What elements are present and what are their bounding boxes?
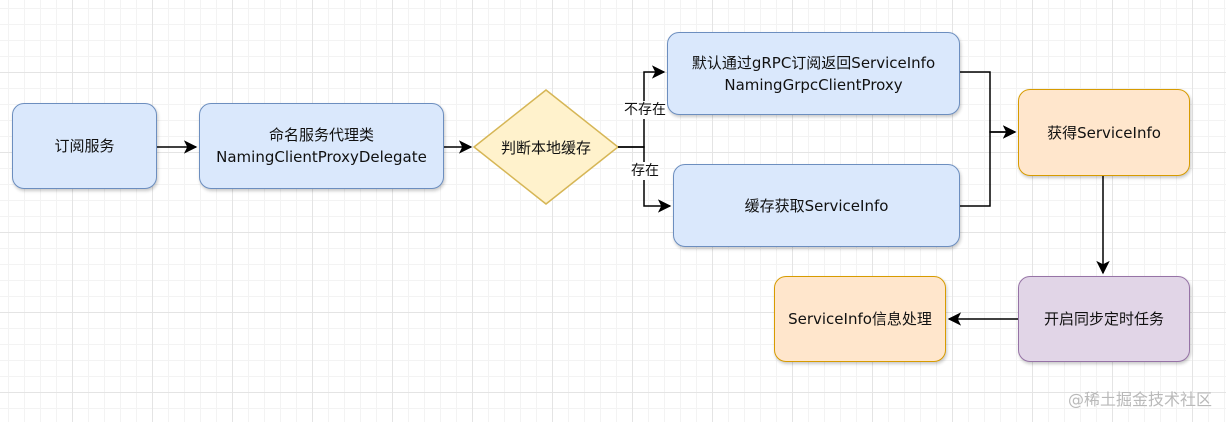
node-label: 获得ServiceInfo: [1047, 123, 1161, 142]
decision-diamond: [472, 89, 620, 205]
node-label: 缓存获取ServiceInfo: [744, 196, 889, 215]
node-label: 订阅服务: [54, 137, 115, 155]
node-serviceinfo-processing: ServiceInfo信息处理: [774, 276, 946, 362]
node-subscribe-service: 订阅服务: [12, 103, 157, 189]
node-label: 命名服务代理类: [268, 126, 374, 144]
node-start-sync-task: 开启同步定时任务: [1018, 276, 1190, 362]
node-label: NamingClientProxyDelegate: [216, 148, 427, 166]
edge-cache-to-obtain: [960, 125, 1017, 207]
decision-label: 判断本地缓存: [500, 138, 591, 157]
node-label: 默认通过gRPC订阅返回ServiceInfo: [691, 53, 936, 72]
node-label: NamingGrpcClientProxy: [724, 75, 903, 94]
node-naming-client-proxy-delegate: 命名服务代理类 NamingClientProxyDelegate: [199, 103, 444, 189]
node-label: ServiceInfo信息处理: [788, 310, 932, 328]
decision-check-local-cache: 判断本地缓存: [474, 88, 618, 206]
edge-label-exists: 存在: [630, 162, 660, 180]
edge-label-not-exists: 不存在: [623, 101, 667, 119]
node-cache-get-serviceinfo: 缓存获取ServiceInfo: [673, 164, 960, 247]
node-label: 开启同步定时任务: [1043, 310, 1164, 328]
node-grpc-subscribe: 默认通过gRPC订阅返回ServiceInfo NamingGrpcClient…: [667, 32, 960, 115]
watermark: @稀土掘金技术社区: [1067, 390, 1212, 409]
edge-grpc-to-obtain: [960, 71, 1017, 139]
node-obtain-serviceinfo: 获得ServiceInfo: [1018, 89, 1190, 176]
